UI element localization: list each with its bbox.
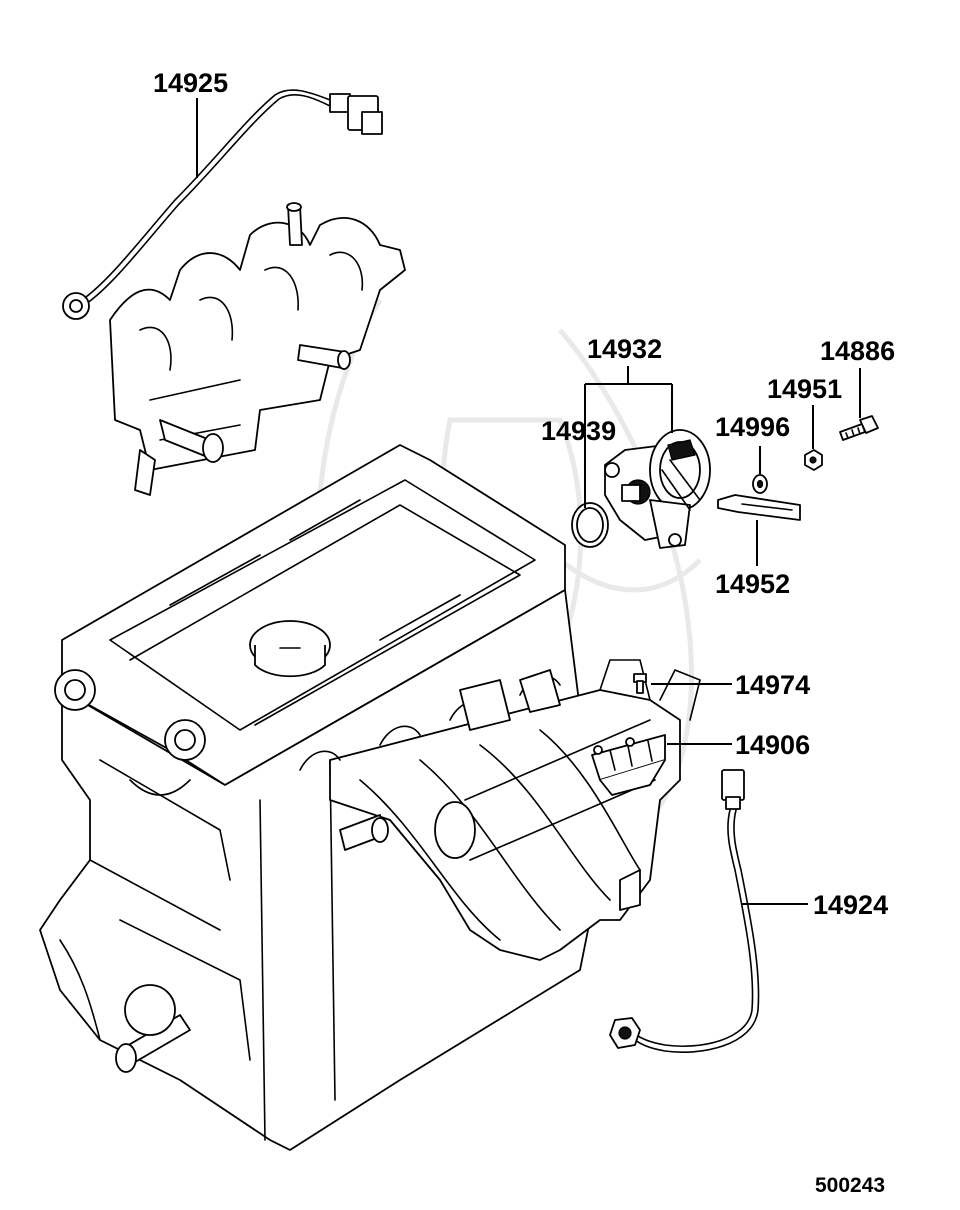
label-14952[interactable]: 14952 xyxy=(715,569,791,599)
exhaust-manifold xyxy=(109,202,406,496)
label-14924[interactable]: 14924 xyxy=(813,890,889,920)
label-14996[interactable]: 14996 xyxy=(715,412,791,442)
part-14925-sensor-wire[interactable] xyxy=(62,89,383,320)
part-14939-o-ring[interactable] xyxy=(571,502,609,548)
label-14974[interactable]: 14974 xyxy=(735,670,811,700)
part-14952-plate[interactable] xyxy=(717,494,801,521)
part-14996-washer[interactable] xyxy=(752,474,768,494)
part-14974-bolt[interactable] xyxy=(633,673,647,694)
leader-lines xyxy=(196,98,861,905)
label-14925[interactable]: 14925 xyxy=(153,68,229,98)
label-14906[interactable]: 14906 xyxy=(735,730,811,760)
part-14886-bolt[interactable] xyxy=(839,415,879,441)
label-14886[interactable]: 14886 xyxy=(820,336,896,366)
part-14951-nut[interactable] xyxy=(804,449,823,471)
label-14932[interactable]: 14932 xyxy=(587,334,663,364)
label-14951[interactable]: 14951 xyxy=(767,374,843,404)
label-14939[interactable]: 14939 xyxy=(541,416,617,446)
diagram-reference-number: 500243 xyxy=(815,1174,886,1197)
part-14924-sensor-harness[interactable] xyxy=(609,769,760,1053)
part-14932-sensor-assembly[interactable] xyxy=(604,429,711,549)
part-14906-bracket[interactable] xyxy=(591,734,666,796)
